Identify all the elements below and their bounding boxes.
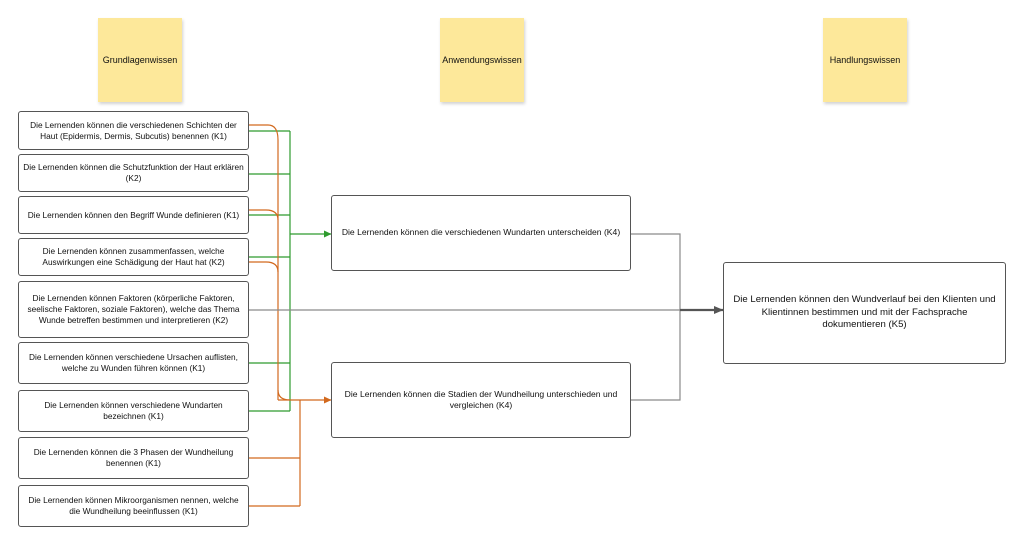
box-text: Die Lernenden können Mikroorganismen nen… <box>28 495 239 516</box>
box-text: Die Lernenden können die Schutzfunktion … <box>23 162 244 183</box>
knowledge-box-haut-schichten[interactable]: Die Lernenden können die verschiedenen S… <box>18 111 249 150</box>
knowledge-box-schutzfunktion[interactable]: Die Lernenden können die Schutzfunktion … <box>18 154 249 192</box>
action-box-wundverlauf[interactable]: Die Lernenden können den Wundverlauf bei… <box>723 262 1006 364</box>
knowledge-box-wundarten[interactable]: Die Lernenden können verschiedene Wundar… <box>18 390 249 432</box>
header-grundlagenwissen: Grundlagenwissen <box>102 55 178 65</box>
box-text: Die Lernenden können Faktoren (körperlic… <box>27 293 240 325</box>
knowledge-box-schaedigung-haut[interactable]: Die Lernenden können zusammenfassen, wel… <box>18 238 249 276</box>
box-text: Die Lernenden können die 3 Phasen der Wu… <box>33 447 234 468</box>
knowledge-box-begriff-wunde[interactable]: Die Lernenden können den Begriff Wunde d… <box>18 196 249 234</box>
box-text: Die Lernenden können die verschiedenen W… <box>341 227 621 238</box>
box-text: Die Lernenden können die Stadien der Wun… <box>344 388 618 410</box>
knowledge-box-mikroorganismen[interactable]: Die Lernenden können Mikroorganismen nen… <box>18 485 249 527</box>
box-text: Die Lernenden können verschiedene Wundar… <box>44 400 223 421</box>
knowledge-box-wundheilung-phasen[interactable]: Die Lernenden können die 3 Phasen der Wu… <box>18 437 249 479</box>
header-anwendungswissen: Anwendungswissen <box>442 55 522 65</box>
sticky-note-anwendungswissen: Anwendungswissen <box>440 18 524 102</box>
application-box-wundheilung-stadien[interactable]: Die Lernenden können die Stadien der Wun… <box>331 362 631 438</box>
box-text: Die Lernenden können die verschiedenen S… <box>30 119 237 141</box>
orange-connectors <box>249 124 332 507</box>
box-text: Die Lernenden können den Wundverlauf bei… <box>733 293 996 331</box>
green-connectors <box>249 130 332 412</box>
sticky-note-grundlagenwissen: Grundlagenwissen <box>98 18 182 102</box>
knowledge-box-ursachen[interactable]: Die Lernenden können verschiedene Ursach… <box>18 342 249 384</box>
application-box-wundarten-unterscheiden[interactable]: Die Lernenden können die verschiedenen W… <box>331 195 631 271</box>
knowledge-box-faktoren[interactable]: Die Lernenden können Faktoren (körperlic… <box>18 281 249 338</box>
box-text: Die Lernenden können den Begriff Wunde d… <box>27 209 240 220</box>
sticky-note-handlungswissen: Handlungswissen <box>823 18 907 102</box>
header-handlungswissen: Handlungswissen <box>829 55 901 65</box>
box-text: Die Lernenden können zusammenfassen, wel… <box>42 246 225 267</box>
gray-connectors <box>249 233 681 401</box>
box-text: Die Lernenden können verschiedene Ursach… <box>29 352 238 373</box>
